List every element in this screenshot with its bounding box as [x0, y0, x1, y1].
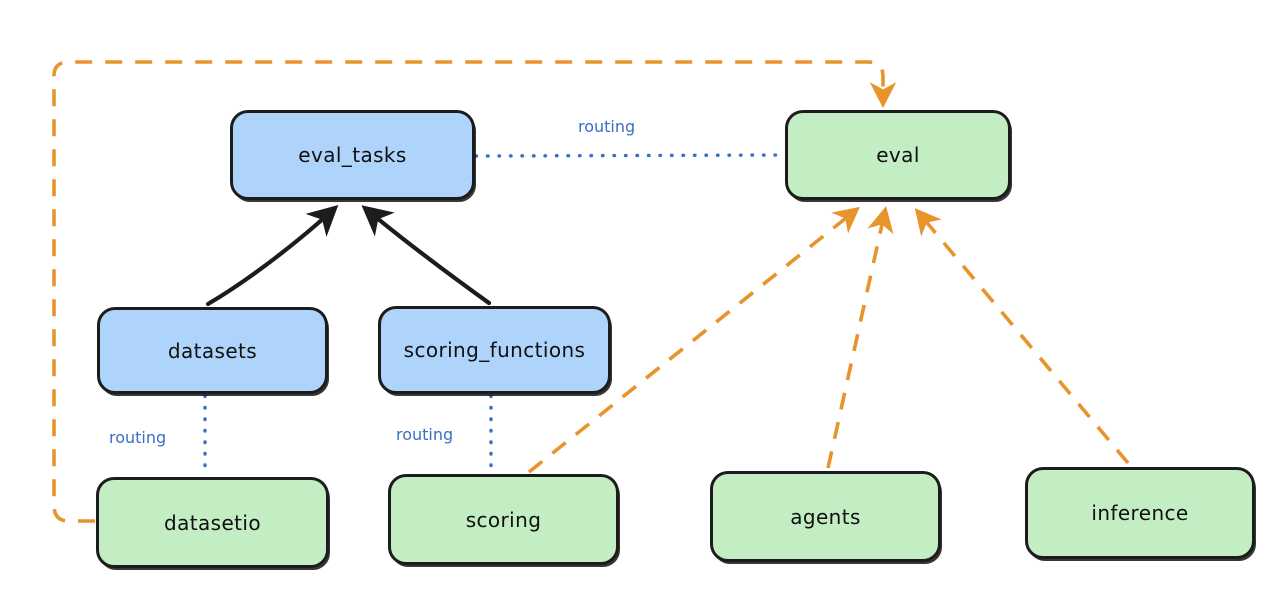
- edge-inference-to-eval: [914, 208, 1130, 465]
- node-label-eval: eval: [876, 143, 920, 167]
- node-label-scoring: scoring: [465, 507, 542, 532]
- node-label-datasetio: datasetio: [163, 510, 261, 535]
- node-label-eval-tasks: eval_tasks: [298, 143, 407, 167]
- edge-scoring-to-eval: [527, 206, 860, 474]
- node-scoring[interactable]: scoring: [388, 474, 619, 565]
- edge-label-routing-datasets: routing: [109, 428, 167, 447]
- edge-label-routing-eval-tasks: routing: [578, 117, 636, 136]
- node-label-agents: agents: [790, 504, 861, 529]
- node-eval-tasks[interactable]: eval_tasks: [230, 110, 475, 200]
- edge-datasetio-to-eval: [52, 60, 897, 523]
- node-label-inference: inference: [1091, 501, 1189, 525]
- node-agents[interactable]: agents: [710, 471, 941, 562]
- node-label-scoring-functions: scoring_functions: [403, 338, 586, 362]
- node-datasetio[interactable]: datasetio: [96, 477, 329, 568]
- node-datasets[interactable]: datasets: [97, 307, 328, 394]
- edge-label-routing-scoring-functions: routing: [396, 425, 454, 444]
- node-label-datasets: datasets: [167, 338, 258, 363]
- edge-agents-to-eval: [826, 206, 894, 469]
- edge-datasets-to-eval-tasks: [205, 205, 339, 307]
- node-scoring-functions[interactable]: scoring_functions: [378, 306, 611, 394]
- node-inference[interactable]: inference: [1025, 467, 1255, 559]
- edge-eval-tasks-routing-eval: [474, 153, 786, 158]
- edge-scoring-functions-to-eval-tasks: [361, 205, 492, 306]
- node-eval[interactable]: eval: [785, 110, 1011, 200]
